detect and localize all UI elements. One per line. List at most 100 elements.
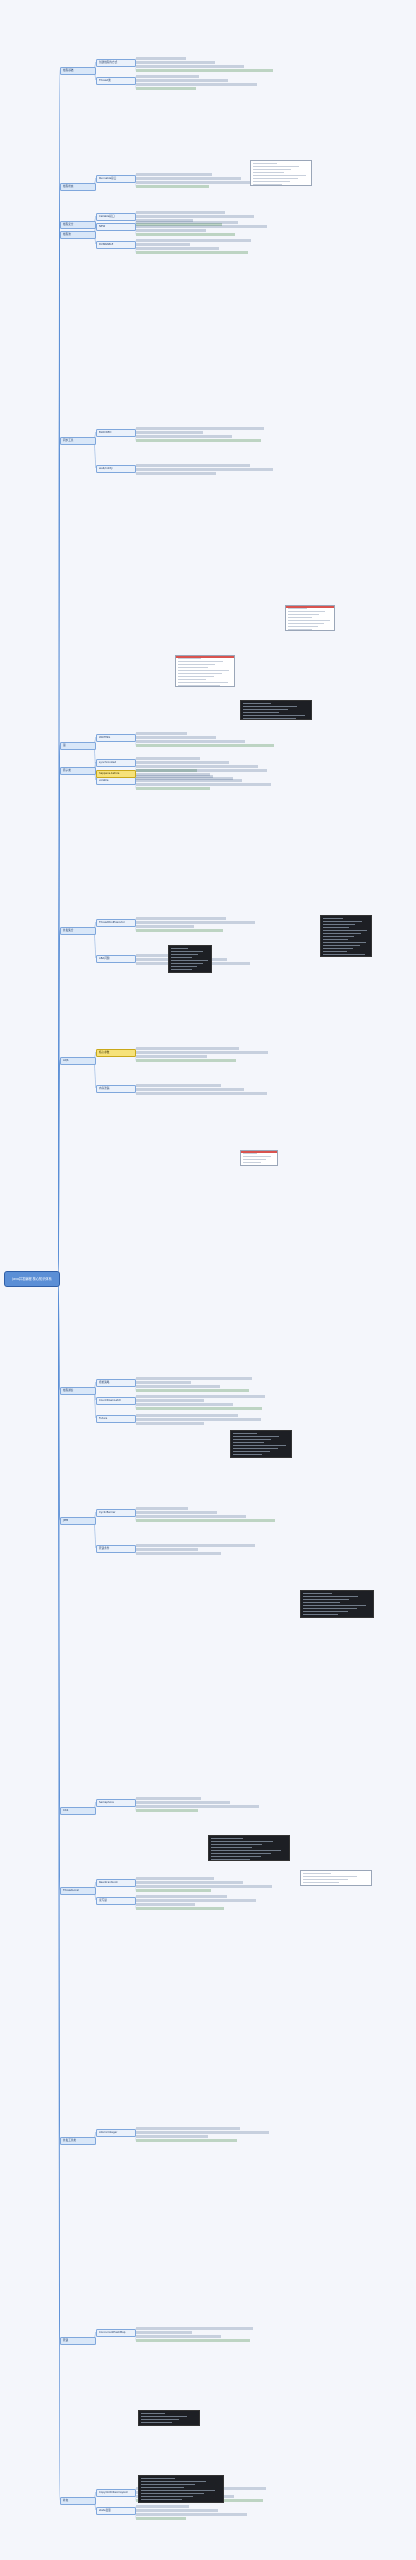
sub-node[interactable]: ThreadPoolExecutor [96,919,136,927]
sub-node[interactable]: 拒绝策略 [96,1379,136,1387]
detail-text-line [136,2335,221,2338]
detail-text-line [136,472,216,475]
sub-node[interactable]: BLOCKED [96,429,136,437]
detail-text-line [136,1511,217,1514]
screenshot-thumbnail [230,1430,292,1458]
detail-text-line [136,427,264,430]
detail-text-line [136,221,238,224]
sub-node[interactable]: Thread类 [96,77,136,85]
detail-text-line [136,1059,236,1062]
detail-text-line [136,1877,214,1880]
detail-text-line [136,1047,239,1050]
branch-node[interactable]: 线程池 [60,231,96,239]
branch-node[interactable]: 原子类 [60,767,96,775]
detail-text-line [136,211,225,214]
sub-node[interactable]: Callable接口 [96,213,136,221]
sub-node[interactable]: AtomicInteger [96,2129,136,2137]
sub-node[interactable]: synchronized [96,759,136,767]
detail-text-line [136,775,213,778]
sub-node[interactable]: volatile [96,777,136,785]
screenshot-thumbnail [285,605,335,631]
root-node[interactable]: Java并发编程 核心知识体系 [4,1271,60,1287]
detail-text-line [136,2131,269,2134]
connector-line [57,1277,61,2501]
detail-text-line [136,243,190,246]
sub-node[interactable]: CyclicBarrier [96,1509,136,1517]
sub-node[interactable]: Future [96,1415,136,1423]
branch-node[interactable]: 并发集合 [60,927,96,935]
branch-node[interactable]: 死锁 [60,2337,96,2345]
detail-text-line [136,1805,259,1808]
detail-text-line [136,1544,255,1547]
sub-node[interactable]: 创建线程的方式 [96,59,136,67]
sub-node[interactable]: CountDownLatch [96,1397,136,1405]
detail-text-line [136,921,255,924]
branch-node[interactable]: 线程基础 [60,67,96,75]
detail-text-line [136,57,186,60]
sub-node[interactable]: ReentrantLock [96,1879,136,1887]
screenshot-thumbnail [208,1835,290,1861]
screenshot-thumbnail [240,700,312,720]
branch-node[interactable]: ThreadLocal [60,1887,96,1895]
branch-node[interactable]: 并发工具类 [60,2137,96,2145]
branch-node[interactable]: 线程状态 [60,183,96,191]
detail-text-line [136,1403,233,1406]
detail-text-line [136,925,194,928]
sub-node[interactable]: NEW [96,223,136,231]
sub-node[interactable]: 读写锁 [96,1897,136,1905]
sub-node[interactable]: WAITING [96,734,136,742]
branch-node[interactable]: 线程安全 [60,221,96,229]
sub-node[interactable]: Semaphore [96,1799,136,1807]
branch-node[interactable]: 锁 [60,742,96,750]
detail-text-line [136,1548,198,1551]
detail-text-line [136,225,267,228]
sub-node[interactable]: CopyOnWriteArrayList [96,2489,136,2497]
detail-text-line [136,1515,246,1518]
sub-node[interactable]: Runnable接口 [96,175,136,183]
sub-node[interactable]: state变量 [96,2507,136,2515]
detail-text-line [136,1385,220,1388]
branch-node[interactable]: AQS [60,1057,96,1065]
screenshot-thumbnail [138,2475,224,2503]
sub-node[interactable]: ConcurrentHashMap [96,2329,136,2337]
detail-text-line [136,173,212,176]
detail-text-line [136,2135,208,2138]
detail-text-line [136,1418,261,1421]
detail-text-line [136,1507,188,1510]
branch-node[interactable]: CAS [60,1807,96,1815]
detail-text-line [136,65,244,68]
detail-text-line [136,435,232,438]
branch-node[interactable]: JMM [60,1517,96,1525]
branch-node[interactable]: 补充 [60,2497,96,2505]
branch-node[interactable]: 同步工具 [60,437,96,445]
sub-node[interactable]: happens-before [96,770,136,778]
detail-text-line [136,229,206,232]
sub-node[interactable]: 核心参数 [96,1049,136,1057]
detail-text-line [136,769,267,772]
screenshot-thumbnail [300,1590,374,1618]
detail-text-line [136,1399,204,1402]
screenshot-thumbnail [240,1150,278,1166]
detail-text-line [136,251,248,254]
detail-text-line [136,215,254,218]
sub-node[interactable]: 死锁条件 [96,1545,136,1553]
detail-text-line [136,1422,204,1425]
sub-node[interactable]: ABA问题 [96,955,136,963]
detail-text-line [136,464,250,467]
detail-text-line [136,736,216,739]
sub-node[interactable]: 内存泄漏 [96,1085,136,1093]
detail-text-line [136,1407,262,1410]
detail-text-line [136,765,258,768]
detail-text-line [136,431,203,434]
sub-node[interactable]: RUNNABLE [96,241,136,249]
detail-text-line [136,79,228,82]
detail-text-line [136,1889,211,1892]
detail-text-line [136,1092,267,1095]
detail-text-line [136,1519,275,1522]
sub-node[interactable]: wait/notify [96,465,136,473]
branch-node[interactable]: 线程通信 [60,1387,96,1395]
detail-text-line [136,2331,192,2334]
detail-text-line [136,2505,189,2508]
